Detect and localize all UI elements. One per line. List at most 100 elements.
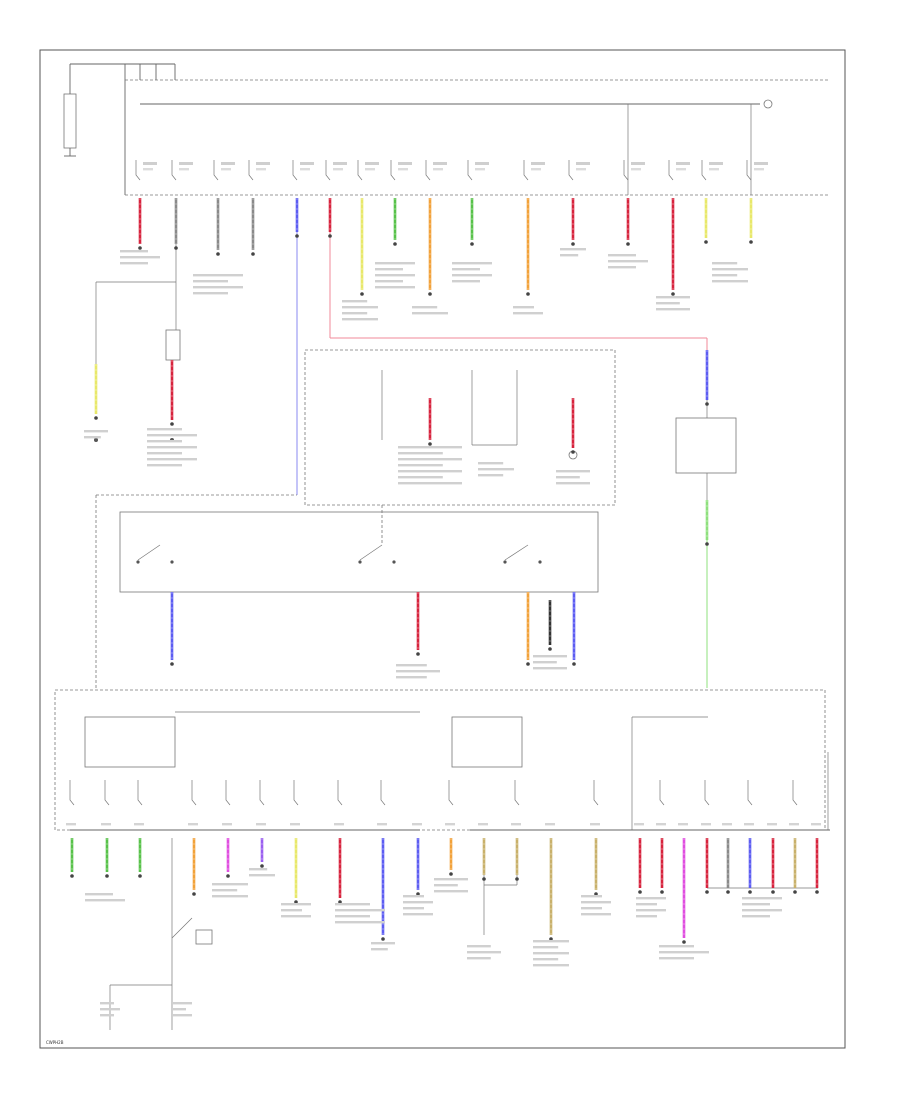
caption-mark-24-2	[403, 907, 424, 910]
top-fuse-label-mark-8	[433, 162, 447, 165]
caption-mark-12-1	[147, 434, 197, 437]
lower-pin-mark-7	[334, 823, 344, 826]
top-fuse-label-mark-0	[143, 162, 157, 165]
lower-fuse-20	[747, 780, 753, 806]
caption-mark-14-0	[478, 462, 504, 465]
caption-mark-7-1	[560, 254, 579, 257]
top-fuse-label-mark2-15	[754, 168, 764, 171]
caption-mark-19-0	[212, 883, 248, 886]
top-terminal-15	[749, 240, 753, 244]
lower-fuse-0	[69, 780, 75, 806]
caption-mark-32-1	[100, 1008, 120, 1011]
caption-mark-8-2	[608, 266, 636, 269]
battery-symbol	[63, 93, 77, 149]
top-fuse-4	[292, 160, 298, 181]
caption-mark-0-0	[120, 250, 148, 253]
top-terminal-3	[251, 252, 255, 256]
bottom-terminal-22	[793, 890, 797, 894]
caption-mark-32-0	[100, 1002, 114, 1005]
top-terminal-10	[526, 292, 530, 296]
mid-terminal-0	[170, 422, 174, 426]
top-fuse-label-mark2-6	[365, 168, 375, 171]
lower-pin-mark-10	[445, 823, 455, 826]
top-fuse-7	[390, 160, 396, 181]
bottom-terminal-6	[294, 900, 298, 904]
top-fuse-label-mark2-9	[475, 168, 485, 171]
caption-mark-2-1	[342, 306, 378, 309]
bottom-terminal-7	[338, 900, 342, 904]
caption-mark-16-2	[396, 676, 427, 679]
top-fuse-label-mark-13	[676, 162, 690, 165]
caption-mark-27-0	[533, 940, 569, 943]
caption-mark-28-2	[581, 907, 602, 910]
top-fuse-label-mark-7	[398, 162, 412, 165]
bottom-terminal-10	[449, 872, 453, 876]
bottom-terminal-1	[105, 874, 109, 878]
bottom-terminal-3	[192, 892, 196, 896]
top-fuse-label-mark2-8	[433, 168, 443, 171]
lower-fuse-7	[337, 780, 343, 806]
top-fuse-label-mark-6	[365, 162, 379, 165]
bottom-terminal-2	[138, 874, 142, 878]
caption-mark-14-2	[478, 474, 504, 477]
ignition-switch-box	[119, 505, 599, 593]
caption-mark-31-0	[742, 897, 782, 900]
lower-fuse-2	[137, 780, 143, 806]
lower-pin-mark-2	[134, 823, 144, 826]
lower-pin-mark-21	[767, 823, 777, 826]
lower-fuse-10	[448, 780, 454, 806]
lower-fuse-5	[259, 780, 265, 806]
lower-pin-mark-1	[101, 823, 111, 826]
bottom-terminal-12	[515, 877, 519, 881]
top-fuse-label-mark-2	[221, 162, 235, 165]
top-terminal-9	[470, 242, 474, 246]
mid-terminal-2	[428, 442, 432, 446]
top-fuse-label-mark2-13	[676, 168, 686, 171]
caption-mark-28-0	[581, 895, 602, 898]
lower-pin-mark-9	[412, 823, 422, 826]
caption-mark-13-0	[398, 446, 462, 449]
caption-mark-25-0	[434, 878, 468, 881]
caption-mark-25-1	[434, 884, 458, 887]
mid-terminal-1	[94, 416, 98, 420]
lower-pin-mark-0	[66, 823, 76, 826]
caption-mark-33-1	[172, 1008, 186, 1011]
caption-mark-0-1	[120, 256, 160, 259]
bottom-terminal-9	[416, 892, 420, 896]
diagram-border	[39, 49, 846, 1049]
lower-pin-mark-15	[634, 823, 644, 826]
top-fuse-label-mark2-5	[333, 168, 343, 171]
bottom-terminal-19	[726, 890, 730, 894]
caption-mark-10-2	[712, 274, 738, 277]
caption-mark-2-3	[342, 318, 378, 321]
caption-mark-24-3	[403, 913, 433, 916]
caption-mark-8-1	[608, 260, 648, 263]
caption-mark-7-0	[560, 248, 586, 251]
caption-mark-24-1	[403, 901, 433, 904]
caption-mark-5-3	[452, 280, 480, 283]
caption-mark-15-1	[556, 476, 580, 479]
caption-mark-26-2	[467, 957, 491, 960]
top-fuse-label-mark2-4	[300, 168, 310, 171]
caption-mark-24-0	[403, 895, 424, 898]
top-terminal-8	[428, 292, 432, 296]
mid-terminal-7	[416, 652, 420, 656]
caption-mark-23-0	[371, 942, 395, 945]
mid-terminal-10	[572, 662, 576, 666]
caption-mark-10-1	[712, 268, 748, 271]
caption-mark-3-1	[375, 268, 403, 271]
caption-mark-33-2	[172, 1014, 192, 1017]
lower-fuse-16	[659, 780, 665, 806]
caption-mark-1-3	[193, 292, 228, 295]
bottom-terminal-15	[638, 890, 642, 894]
caption-mark-29-0	[636, 897, 666, 900]
top-fuse-3	[248, 160, 254, 181]
caption-mark-0-2	[120, 262, 148, 265]
top-fuse-label-mark2-12	[631, 168, 641, 171]
top-fuse-label-mark2-7	[398, 168, 408, 171]
caption-mark-32-2	[100, 1014, 114, 1017]
lower-pin-mark-6	[290, 823, 300, 826]
lower-fuse-1	[104, 780, 110, 806]
lower-pin-mark-23	[811, 823, 821, 826]
lower-fuse-3	[191, 780, 197, 806]
